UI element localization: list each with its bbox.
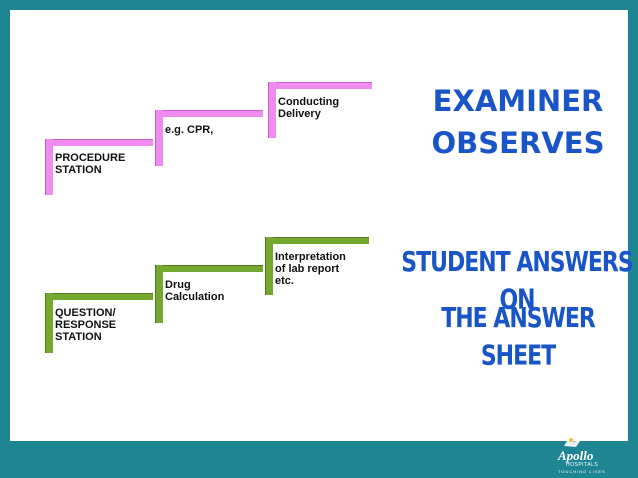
procedure-station-step: PROCEDURE STATION (45, 139, 153, 195)
student-line-1: STUDENT ANSWERS ON (401, 247, 633, 316)
examiner-line-2: OBSERVES (431, 126, 605, 160)
question-station-label: QUESTION/ RESPONSE STATION (55, 307, 117, 343)
procedure-step-2: e.g. CPR, (155, 110, 263, 166)
procedure-step-3-label: Conducting Delivery (278, 96, 340, 120)
student-line-2: THE ANSWER SHEET (441, 303, 596, 372)
question-step-3-label: Interpretation of lab report etc. (275, 251, 346, 287)
procedure-station-label: PROCEDURE STATION (55, 152, 126, 176)
logo-tagline: TOUCHING LIVES (558, 469, 606, 474)
apollo-logo: Apollo HOSPITALS TOUCHING LIVES (552, 436, 614, 476)
apollo-mark-icon (564, 436, 582, 447)
examiner-line-1: EXAMINER (432, 84, 604, 118)
question-step-3: Interpretation of lab report etc. (265, 237, 369, 295)
question-step-2: Drug Calculation (155, 265, 263, 323)
procedure-step-2-label: e.g. CPR, (165, 124, 214, 136)
procedure-step-3: Conducting Delivery (268, 82, 372, 138)
question-station-step: QUESTION/ RESPONSE STATION (45, 293, 153, 353)
logo-name: Apollo (558, 448, 594, 463)
question-step-2-label: Drug Calculation (165, 279, 225, 303)
slide-canvas (10, 10, 628, 441)
footer-band (0, 441, 638, 478)
logo-sub: HOSPITALS (566, 462, 599, 468)
